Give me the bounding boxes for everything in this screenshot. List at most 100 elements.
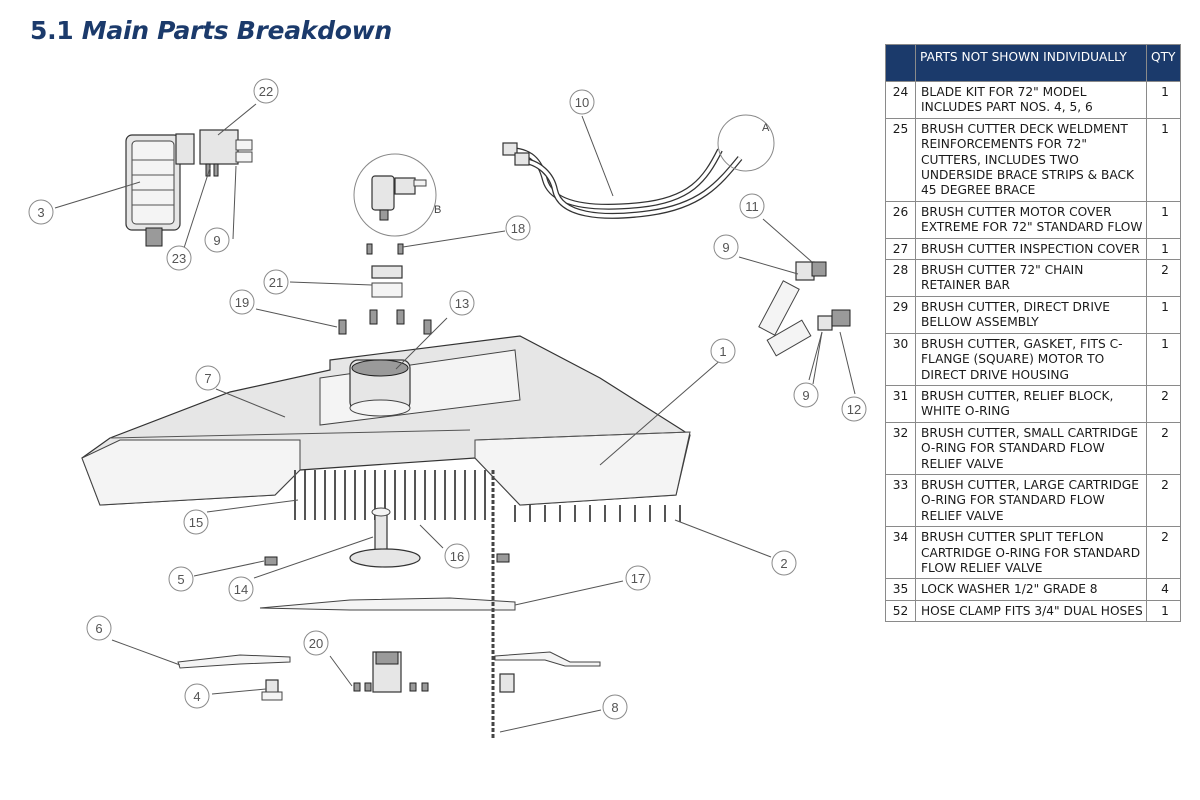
leader-lines (54, 103, 856, 733)
part-qty: 1 (1146, 237, 1181, 261)
callout-23: 23 (166, 245, 192, 271)
callout-19: 19 (229, 289, 255, 315)
header-part-number (885, 44, 916, 82)
hose-assembly-illustration: A (502, 114, 775, 219)
relief-valve-block-illustration (199, 129, 253, 177)
hose-fittings-illustration (758, 261, 851, 357)
svg-text:18: 18 (511, 221, 525, 236)
svg-text:11: 11 (745, 199, 759, 214)
fasteners-illustration (338, 243, 432, 335)
callout-20: 20 (303, 630, 329, 656)
part-description: LOCK WASHER 1/2" GRADE 8 (915, 578, 1147, 601)
part-description: BRUSH CUTTER, RELIEF BLOCK, WHITE O-RING (915, 384, 1147, 423)
part-number: 27 (885, 237, 916, 261)
svg-text:23: 23 (172, 251, 186, 266)
part-number: 31 (885, 384, 916, 423)
part-qty: 1 (1146, 81, 1181, 119)
callout-1: 1 (710, 338, 736, 364)
svg-text:2: 2 (780, 556, 787, 571)
part-number: 33 (885, 473, 916, 528)
header-qty: QTY (1146, 44, 1181, 82)
part-qty: 1 (1146, 599, 1181, 623)
svg-text:8: 8 (611, 700, 618, 715)
callout-9-motor: 9 (204, 227, 230, 253)
part-qty: 2 (1146, 384, 1181, 423)
blade-assembly-illustration (177, 470, 601, 740)
part-qty: 2 (1146, 421, 1181, 475)
part-number: 32 (885, 421, 916, 475)
svg-text:17: 17 (631, 571, 645, 586)
callout-14: 14 (228, 576, 254, 602)
parts-table-header: PARTS NOT SHOWN INDIVIDUALLY QTY (885, 44, 1181, 82)
part-number: 24 (885, 81, 916, 119)
part-qty: 4 (1146, 578, 1181, 601)
part-description: HOSE CLAMP FITS 3/4" DUAL HOSES (915, 599, 1147, 623)
callout-16: 16 (444, 543, 470, 569)
callout-21: 21 (263, 269, 289, 295)
callout-11: 11 (739, 193, 765, 219)
part-qty: 1 (1146, 295, 1181, 334)
svg-text:19: 19 (235, 295, 249, 310)
part-number: 25 (885, 117, 916, 202)
callout-12: 12 (841, 396, 867, 422)
callout-10: 10 (569, 89, 595, 115)
part-number: 28 (885, 259, 916, 297)
svg-text:15: 15 (189, 515, 203, 530)
callout-6: 6 (86, 615, 112, 641)
callout-5: 5 (168, 566, 194, 592)
part-description: BRUSH CUTTER DECK WELDMENT REINFORCEMENT… (915, 117, 1147, 202)
part-description: BLADE KIT FOR 72" MODEL INCLUDES PART NO… (915, 81, 1147, 119)
svg-text:9: 9 (722, 240, 729, 255)
part-qty: 2 (1146, 259, 1181, 297)
svg-text:16: 16 (450, 549, 464, 564)
page-title: 5.1 Main Parts Breakdown (30, 16, 392, 45)
section-number: 5.1 (30, 16, 74, 45)
callout-22: 22 (253, 78, 279, 104)
svg-text:4: 4 (193, 689, 200, 704)
svg-text:5: 5 (177, 572, 184, 587)
part-description: BRUSH CUTTER, SMALL CARTRIDGE O-RING FOR… (915, 421, 1147, 475)
callout-9-fitting-lower: 9 (793, 382, 819, 408)
callout-2: 2 (771, 550, 797, 576)
part-description: BRUSH CUTTER 72" CHAIN RETAINER BAR (915, 259, 1147, 297)
svg-text:9: 9 (802, 388, 809, 403)
callout-8: 8 (602, 694, 628, 720)
svg-text:7: 7 (204, 371, 211, 386)
part-number: 26 (885, 200, 916, 239)
part-description: BRUSH CUTTER INSPECTION COVER (915, 237, 1147, 261)
part-qty: 1 (1146, 332, 1181, 386)
svg-text:1: 1 (719, 344, 726, 359)
part-number: 52 (885, 599, 916, 623)
svg-text:14: 14 (234, 582, 248, 597)
svg-text:12: 12 (847, 402, 861, 417)
cutter-deck-illustration (81, 335, 691, 522)
callout-13: 13 (449, 290, 475, 316)
callout-9-fitting-upper: 9 (713, 234, 739, 260)
detail-b-label: B (434, 204, 441, 216)
detail-a-label: A (762, 122, 770, 134)
callout-15: 15 (183, 509, 209, 535)
svg-text:22: 22 (259, 84, 273, 99)
detail-b-view: B (353, 153, 441, 237)
callout-4: 4 (184, 683, 210, 709)
part-number: 34 (885, 526, 916, 580)
part-description: BRUSH CUTTER, GASKET, FITS C-FLANGE (SQU… (915, 332, 1147, 386)
part-qty: 2 (1146, 526, 1181, 580)
part-description: BRUSH CUTTER MOTOR COVER EXTREME FOR 72"… (915, 200, 1147, 239)
part-number: 30 (885, 332, 916, 386)
callout-17: 17 (625, 565, 651, 591)
part-number: 35 (885, 578, 916, 601)
part-description: BRUSH CUTTER, DIRECT DRIVE BELLOW ASSEMB… (915, 295, 1147, 334)
callout-7: 7 (195, 365, 221, 391)
svg-text:6: 6 (95, 621, 102, 636)
